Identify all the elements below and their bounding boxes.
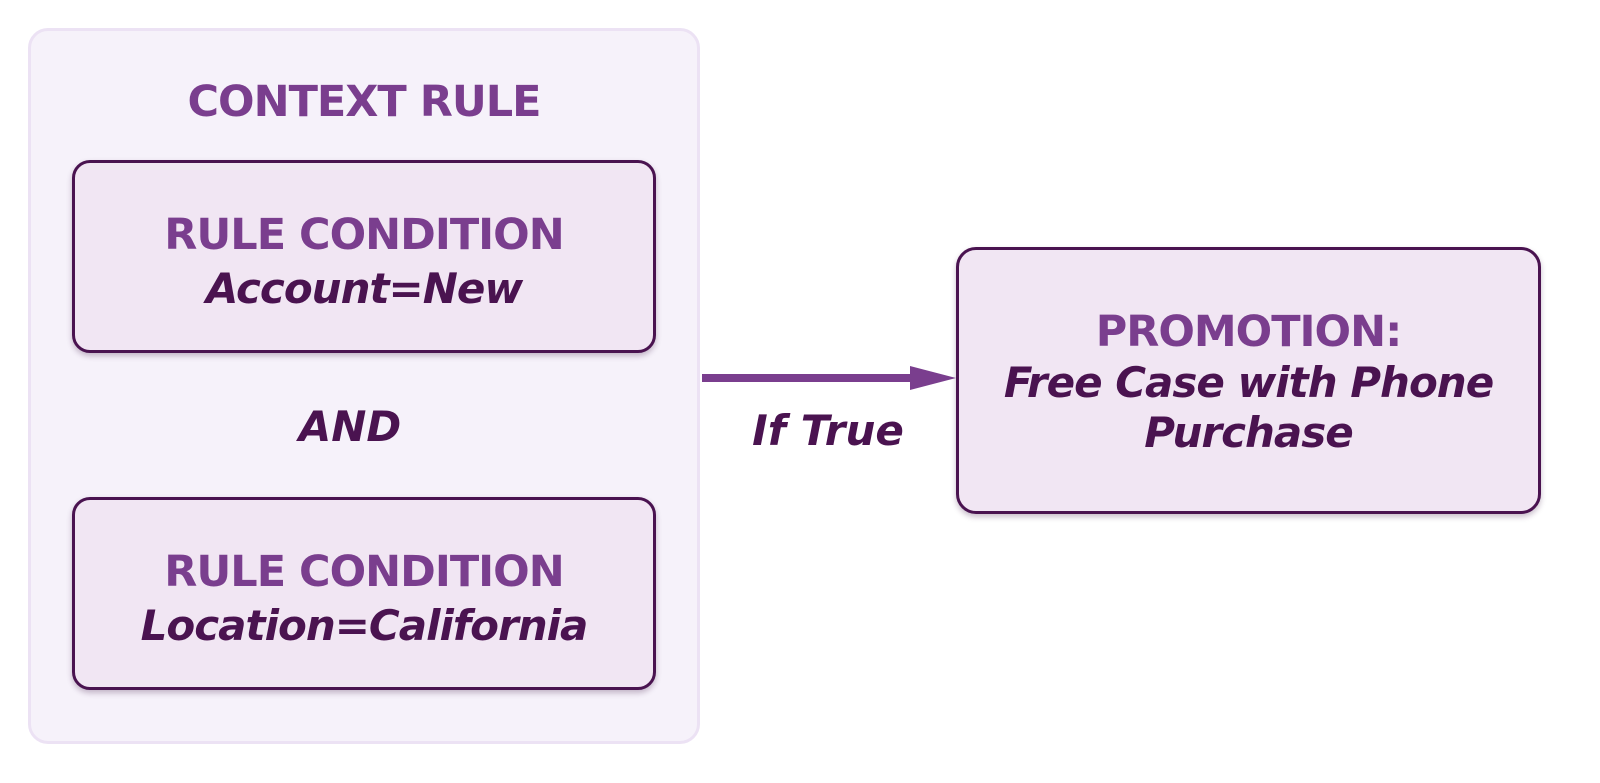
promotion-heading: PROMOTION: xyxy=(1095,307,1403,357)
rule-condition-heading: RULE CONDITION xyxy=(164,547,564,597)
rule-condition-value: Location=California xyxy=(140,601,589,650)
promotion-box: PROMOTION: Free Case with Phone Purchase xyxy=(956,247,1541,514)
arrow-head xyxy=(910,366,956,390)
rule-condition-location: RULE CONDITION Location=California xyxy=(72,497,656,690)
rule-condition-account: RULE CONDITION Account=New xyxy=(72,160,656,353)
promotion-value: Free Case with Phone Purchase xyxy=(1003,358,1494,457)
if-true-label: If True xyxy=(752,406,904,455)
if-true-arrow-icon xyxy=(702,366,956,390)
rule-condition-heading: RULE CONDITION xyxy=(164,210,564,260)
context-rule-title: CONTEXT RULE xyxy=(187,77,541,127)
rule-condition-value: Account=New xyxy=(205,264,523,313)
and-operator-label: AND xyxy=(298,402,402,451)
